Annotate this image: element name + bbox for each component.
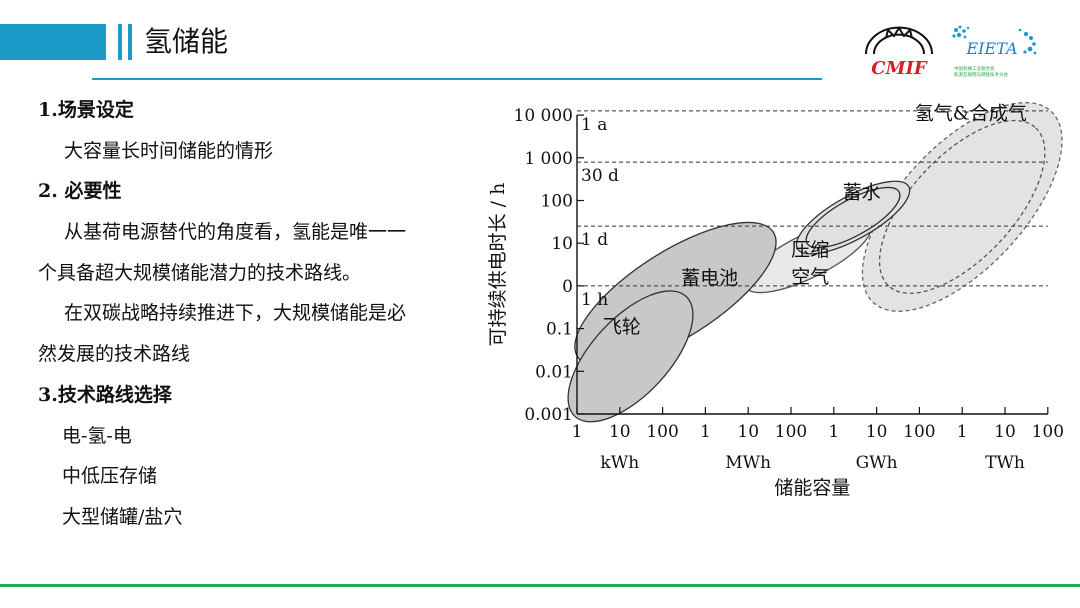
x-tick-label: 10 — [866, 422, 888, 442]
logo-dot — [962, 29, 966, 33]
x-unit-label: kWh — [600, 453, 639, 473]
x-unit-label: GWh — [856, 453, 898, 473]
region-inner-outline — [878, 119, 1046, 294]
body-line: 大容量长时间储能的情形 — [64, 139, 274, 162]
region-inner-outline — [805, 186, 901, 249]
logo-dot — [1027, 46, 1033, 52]
body-line: 然发展的技术路线 — [38, 343, 191, 366]
x-tick-label: 100 — [646, 422, 678, 442]
x-tick-label: 10 — [994, 422, 1016, 442]
eieta-logo-subtext: 中国机械工业联合会 — [954, 65, 995, 72]
logo-dot — [966, 26, 970, 30]
x-tick-label: 1 — [700, 422, 711, 442]
logo-dot — [963, 35, 967, 39]
body-line: 在双碳战略持续推进下，大规模储能是必 — [64, 302, 407, 325]
title-accent-bar — [0, 24, 106, 60]
y-tick-label: 0.01 — [535, 362, 573, 382]
y-tick-label: 0.001 — [524, 405, 573, 425]
logo-dot — [1023, 31, 1029, 37]
x-tick-label: 100 — [775, 422, 807, 442]
x-unit-label: TWh — [985, 453, 1025, 473]
reference-line-label: 30 d — [581, 166, 619, 186]
x-tick-label: 1 — [828, 422, 839, 442]
y-tick-label: 1 000 — [524, 149, 573, 169]
x-tick-label: 100 — [1032, 422, 1064, 442]
x-tick-label: 1 — [957, 422, 968, 442]
region-label-flywheel: 飞轮 — [603, 316, 641, 338]
logo-dot — [954, 28, 958, 32]
title-stripe — [128, 24, 132, 60]
y-tick-label: 0.1 — [546, 320, 573, 340]
body-line: 从基荷电源替代的角度看，氢能是唯一一 — [64, 221, 407, 244]
region-label-compressed-air: 压缩空气 — [791, 239, 829, 288]
y-axis-label: 可持续供电时长 / h — [487, 183, 509, 347]
y-tick-label: 10 — [551, 234, 573, 254]
logo-dot — [956, 32, 962, 38]
footer-line — [0, 584, 1080, 587]
logo-dot — [958, 25, 962, 29]
y-tick-label: 100 — [541, 192, 573, 212]
content-text: 1.场景设定大容量长时间储能的情形 2. 必要性从基荷电源替代的角度看，氢能是唯一… — [38, 90, 478, 538]
section-heading: 2. 必要性 — [38, 180, 122, 203]
region-label-battery: 蓄电池 — [681, 267, 738, 289]
region-outline — [567, 290, 694, 423]
x-tick-label: 10 — [737, 422, 759, 442]
region-outline — [861, 101, 1063, 312]
reference-line-label: 1 a — [581, 115, 607, 135]
body-line: 中低压存储 — [62, 465, 158, 488]
eieta-logo-text: EIETA — [965, 39, 1017, 58]
logo-dot — [1029, 36, 1033, 40]
reference-line-label: 1 h — [581, 290, 608, 310]
body-line: 大型储罐/盐穴 — [62, 505, 183, 528]
dots-pattern-icon — [952, 25, 1037, 55]
logo-dot — [1023, 50, 1027, 54]
section-heading: 3.技术路线选择 — [38, 383, 172, 406]
region-outline — [795, 180, 911, 255]
cmif-logo: CMIF — [865, 26, 933, 79]
title-underline — [92, 78, 822, 80]
logo-dot — [952, 34, 956, 38]
y-tick-label: 10 000 — [514, 106, 573, 126]
eieta-logo-subtext: 能源互联网与储能技术分会 — [954, 71, 1008, 78]
energy-storage-chart: 1 a 30 d 1 d 1 h 0.001 0.01 0.1 0 10 100 1 000 10 0… — [487, 101, 1064, 499]
y-tick-label: 0 — [562, 277, 573, 297]
body-line: 个具备超大规模储能潜力的技术路线。 — [38, 261, 362, 284]
cmif-logo-text: CMIF — [871, 58, 928, 79]
body-line: 电-氢-电 — [62, 424, 132, 447]
region-label-pumped-hydro: 蓄水 — [843, 181, 881, 203]
x-tick-label: 10 — [609, 422, 631, 442]
region-label-hydrogen: 氢气&合成气 — [915, 102, 1027, 124]
x-unit-label: MWh — [725, 453, 771, 473]
logo-dot — [1018, 28, 1022, 32]
eieta-logo: EIETA 中国机械工业联合会 能源互联网与储能技术分会 — [952, 25, 1037, 78]
logo-dot — [1032, 42, 1036, 46]
reference-line-label: 1 d — [581, 230, 608, 250]
page-title: 氢储能 — [144, 25, 229, 58]
title-stripe — [118, 24, 122, 60]
x-axis-label: 储能容量 — [774, 477, 850, 499]
section-heading: 1.场景设定 — [38, 99, 134, 121]
logo-dot — [1033, 51, 1037, 55]
x-tick-label: 1 — [572, 422, 583, 442]
x-tick-label: 100 — [903, 422, 935, 442]
